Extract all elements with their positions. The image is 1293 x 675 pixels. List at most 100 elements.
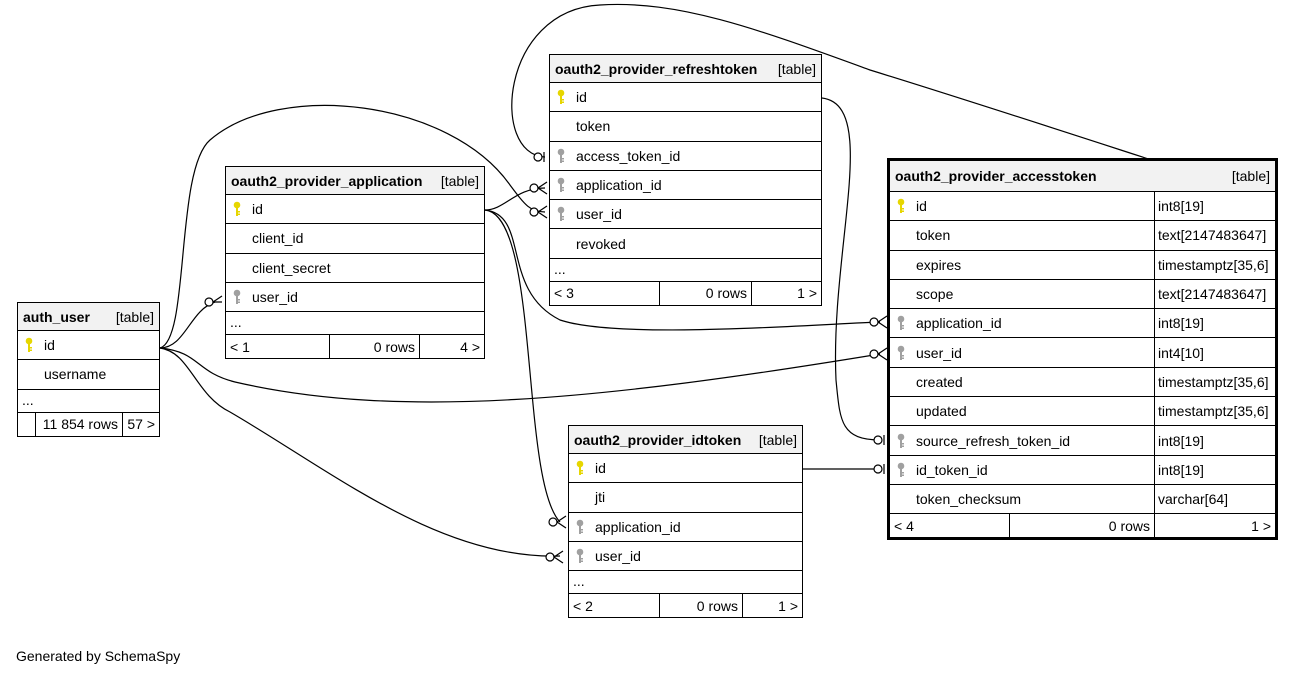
column-type: timestamptz[35,6] bbox=[1154, 250, 1275, 279]
column-name: username bbox=[44, 366, 107, 383]
column-name: user_id bbox=[576, 206, 622, 223]
column-name: token_checksum bbox=[916, 491, 1022, 508]
column-row-id[interactable]: id bbox=[226, 195, 484, 225]
column-name: expires bbox=[916, 256, 962, 273]
footer-row-count: 0 rows bbox=[659, 594, 742, 618]
column-name: id bbox=[252, 201, 263, 218]
column-row-token-checksum[interactable]: token_checksum varchar[64] bbox=[890, 484, 1275, 515]
foreign-key-icon bbox=[550, 206, 572, 222]
column-row-client-secret[interactable]: client_secret bbox=[226, 254, 484, 283]
foreign-key-icon bbox=[550, 177, 572, 193]
column-type: timestamptz[35,6] bbox=[1154, 397, 1275, 426]
footer-row-count: 11 854 rows bbox=[35, 412, 122, 436]
table-name: oauth2_provider_application bbox=[231, 172, 423, 189]
column-row-user-id[interactable]: user_id bbox=[569, 542, 802, 572]
column-type: text[2147483647] bbox=[1154, 221, 1275, 250]
column-row-updated[interactable]: updated timestamptz[35,6] bbox=[890, 397, 1275, 427]
table-kind-label: [table] bbox=[115, 308, 154, 325]
table-name: oauth2_provider_idtoken bbox=[574, 431, 742, 448]
table-oauth2-provider-idtoken[interactable]: oauth2_provider_idtoken [table] id jti app… bbox=[568, 425, 803, 619]
foreign-key-icon bbox=[890, 433, 912, 449]
primary-key-icon bbox=[18, 337, 40, 353]
footer-row-count: 0 rows bbox=[329, 335, 419, 359]
foreign-key-icon bbox=[569, 519, 591, 535]
more-columns-ellipsis: ... bbox=[18, 390, 159, 413]
column-row-id[interactable]: id bbox=[569, 454, 802, 484]
footer-row-count: 0 rows bbox=[659, 281, 751, 305]
column-name: updated bbox=[916, 403, 967, 420]
table-oauth2-provider-application[interactable]: oauth2_provider_application [table] id cl… bbox=[225, 166, 485, 360]
table-kind-label: [table] bbox=[440, 172, 479, 189]
foreign-key-icon bbox=[890, 462, 912, 478]
column-name: client_secret bbox=[252, 259, 331, 276]
column-row-application-id[interactable]: application_id bbox=[569, 513, 802, 542]
column-row-revoked[interactable]: revoked bbox=[550, 229, 821, 259]
column-row-jti[interactable]: jti bbox=[569, 483, 802, 513]
column-name: source_refresh_token_id bbox=[916, 432, 1071, 449]
column-row-expires[interactable]: expires timestamptz[35,6] bbox=[890, 250, 1275, 280]
column-type: text[2147483647] bbox=[1154, 279, 1275, 309]
table-auth-user[interactable]: auth_user [table] id username ... 11 854 … bbox=[17, 302, 160, 437]
column-row-token[interactable]: token bbox=[550, 112, 821, 142]
column-type: timestamptz[35,6] bbox=[1154, 367, 1275, 397]
footer-parents bbox=[18, 413, 35, 436]
column-name: application_id bbox=[576, 177, 662, 194]
table-footer: 11 854 rows 57 > bbox=[18, 412, 159, 436]
table-header: oauth2_provider_application [table] bbox=[226, 167, 484, 195]
table-name: oauth2_provider_accesstoken bbox=[895, 168, 1097, 184]
table-header: oauth2_provider_refreshtoken [table] bbox=[550, 55, 821, 83]
column-name: id bbox=[44, 337, 55, 354]
foreign-key-icon bbox=[569, 548, 591, 564]
column-type: varchar[64] bbox=[1154, 484, 1275, 514]
table-footer: < 2 0 rows 1 > bbox=[569, 594, 802, 618]
column-type: int8[19] bbox=[1154, 192, 1275, 221]
foreign-key-icon bbox=[226, 289, 248, 305]
table-kind-label: [table] bbox=[1231, 168, 1270, 184]
table-name: oauth2_provider_refreshtoken bbox=[555, 60, 758, 77]
column-row-scope[interactable]: scope text[2147483647] bbox=[890, 279, 1275, 310]
column-row-source-refresh-token-id[interactable]: source_refresh_token_id int8[19] bbox=[890, 426, 1275, 456]
primary-key-icon bbox=[569, 460, 591, 476]
column-row-id[interactable]: id bbox=[18, 331, 159, 361]
column-name: id bbox=[576, 89, 587, 106]
foreign-key-icon bbox=[550, 148, 572, 164]
footer-children: 1 > bbox=[742, 594, 802, 618]
column-row-client-id[interactable]: client_id bbox=[226, 224, 484, 254]
column-name: jti bbox=[595, 489, 606, 506]
footer-parents: < 1 bbox=[230, 338, 250, 355]
column-name: token bbox=[916, 227, 951, 244]
column-row-id[interactable]: id bbox=[550, 83, 821, 113]
table-oauth2-provider-accesstoken[interactable]: oauth2_provider_accesstoken [table] id in… bbox=[887, 158, 1278, 541]
table-footer: < 1 0 rows 4 > bbox=[226, 335, 484, 359]
column-name: id bbox=[916, 198, 927, 215]
table-header: oauth2_provider_idtoken [table] bbox=[569, 426, 802, 454]
footer-parents: < 4 bbox=[894, 517, 914, 534]
column-name: id_token_id bbox=[916, 461, 988, 478]
column-row-user-id[interactable]: user_id bbox=[550, 200, 821, 230]
column-row-application-id[interactable]: application_id bbox=[550, 171, 821, 201]
footer-parents: < 2 bbox=[573, 597, 593, 614]
column-row-token[interactable]: token text[2147483647] bbox=[890, 221, 1275, 251]
column-name: user_id bbox=[916, 344, 962, 361]
footer-row-count: 0 rows bbox=[1009, 514, 1154, 538]
table-oauth2-provider-refreshtoken[interactable]: oauth2_provider_refreshtoken [table] id t… bbox=[549, 54, 822, 306]
column-row-access-token-id[interactable]: access_token_id bbox=[550, 142, 821, 171]
column-name: scope bbox=[916, 286, 954, 303]
more-columns-ellipsis: ... bbox=[226, 312, 484, 336]
table-name: auth_user bbox=[23, 308, 90, 325]
table-header: auth_user [table] bbox=[18, 303, 159, 331]
column-row-username[interactable]: username bbox=[18, 360, 159, 390]
table-kind-label: [table] bbox=[777, 60, 816, 77]
column-row-id[interactable]: id int8[19] bbox=[890, 192, 1275, 222]
foreign-key-icon bbox=[890, 315, 912, 331]
column-row-created[interactable]: created timestamptz[35,6] bbox=[890, 367, 1275, 398]
column-name: token bbox=[576, 118, 611, 135]
column-name: created bbox=[916, 373, 963, 390]
column-row-user-id[interactable]: user_id bbox=[226, 283, 484, 313]
column-type: int8[19] bbox=[1154, 309, 1275, 338]
generated-by-caption: Generated by SchemaSpy bbox=[16, 648, 181, 664]
column-type: int8[19] bbox=[1154, 426, 1275, 455]
